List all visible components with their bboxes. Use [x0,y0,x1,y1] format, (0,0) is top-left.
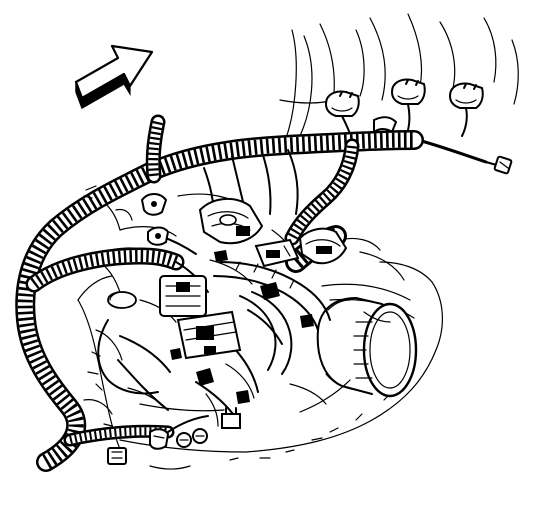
wiring-harness-center-drop [292,146,352,238]
harness-clip-center [147,226,170,246]
injector-connector-1 [324,90,360,117]
ground-bolt [416,138,513,175]
harness-clip-upper [140,193,168,216]
wiring-harness-main-loom [25,140,414,462]
oil-filter [316,297,418,398]
injector-connector-2 [390,78,426,105]
throttle-body-assembly [198,198,264,245]
shaded-details [170,250,314,404]
knock-sensor [176,428,208,448]
engine-block-outline [77,13,519,470]
egr-valve [159,275,207,317]
oil-pressure-sender [221,407,241,429]
wiring-harness-upper-drop [153,122,158,176]
injector-connectors [324,78,484,141]
forward-arrow-icon [74,44,154,109]
coolant-sensor [298,227,348,265]
injector-connector-3 [448,82,484,109]
ignition-module [176,310,242,360]
dipstick-tube [107,291,137,309]
wiring-harness-left-branch [34,256,176,284]
mounting-bolt-lower-left [107,447,127,465]
map-sensor [254,238,300,268]
mounting-bolt-lower-center [149,428,170,450]
